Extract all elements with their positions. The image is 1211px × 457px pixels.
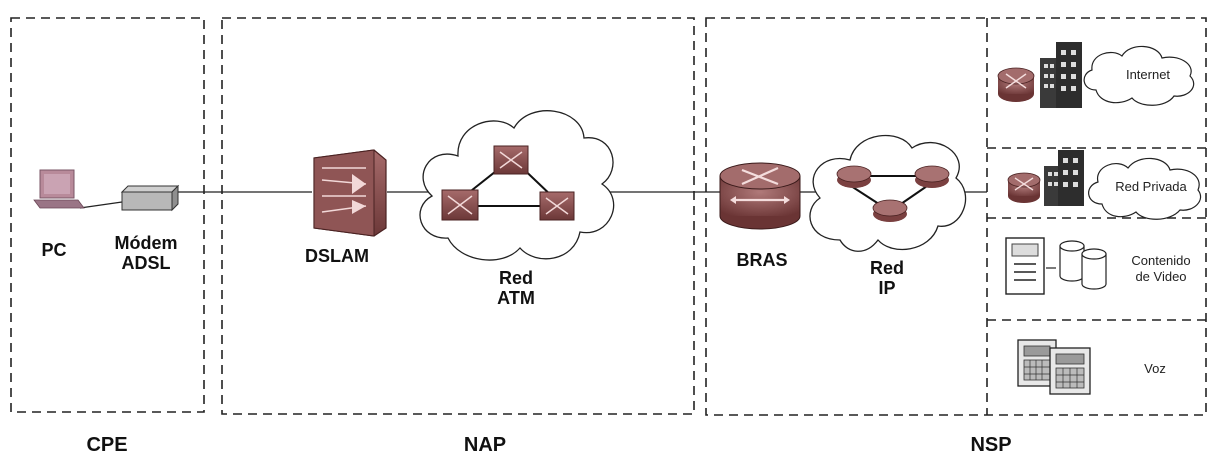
server-icon [1006, 238, 1044, 294]
nsp-zone-label: NSP [956, 433, 1026, 457]
building-icon [1040, 42, 1082, 108]
cpe-zone-label: CPE [72, 433, 142, 457]
pc-modem-link [80, 202, 122, 208]
building-icon [1044, 150, 1084, 206]
dslam-icon [314, 150, 386, 236]
video-label-line1: Contenido [1112, 252, 1210, 269]
modem-label-line1: Módem [104, 233, 188, 254]
video-label-line2: de Video [1112, 268, 1210, 285]
voz-label: Voz [1120, 360, 1190, 377]
bras-label: BRAS [722, 250, 802, 271]
modem-label-line2: ADSL [104, 253, 188, 274]
bras-router-icon [720, 163, 800, 229]
ip-cloud-icon [810, 136, 966, 252]
phone-icon [1018, 340, 1090, 394]
database-icon [1060, 241, 1106, 289]
dslam-label: DSLAM [290, 246, 384, 267]
red-atm-label-line1: Red [476, 268, 556, 289]
modem-icon [122, 186, 178, 210]
video-content-service-icon [1006, 238, 1106, 294]
red-atm-label-line2: ATM [476, 288, 556, 309]
nap-zone-label: NAP [450, 433, 520, 457]
pc-icon [34, 170, 84, 208]
red-ip-label-line1: Red [852, 258, 922, 279]
red-privada-label: Red Privada [1098, 178, 1204, 195]
atm-cloud-icon [420, 111, 614, 260]
cpe-zone-box [11, 18, 204, 412]
pc-label: PC [34, 240, 74, 261]
internet-label: Internet [1110, 66, 1186, 83]
voice-service-icon [1018, 340, 1090, 394]
red-ip-label-line2: IP [852, 278, 922, 299]
